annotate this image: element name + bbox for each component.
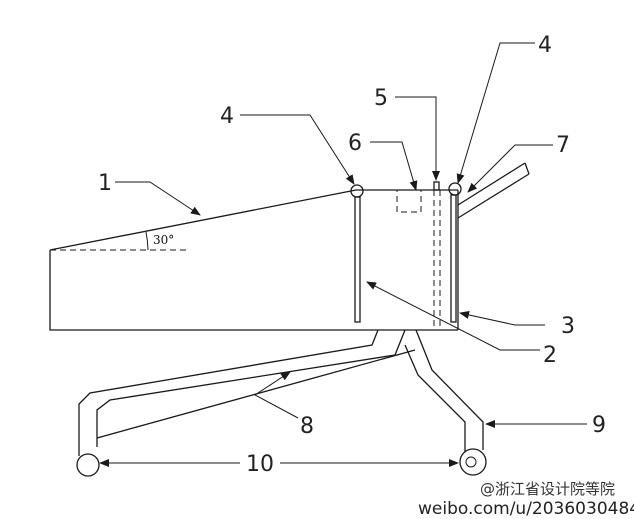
front-panel-rod (354, 196, 361, 323)
basket-body (49, 189, 459, 331)
label-1: 1 (98, 171, 112, 196)
leader-3 (459, 311, 545, 326)
watermark-url: weibo.com/u/2036030484 (418, 499, 634, 519)
leader-4-right (456, 42, 535, 184)
rear-wheel (459, 448, 487, 476)
lock-rod (433, 181, 441, 330)
label-2: 2 (543, 343, 557, 368)
leader-7 (467, 144, 553, 193)
cart-frame (78, 329, 484, 456)
rear-wheel-hub (465, 456, 477, 468)
hinge-right (448, 182, 462, 196)
angle-label: 30° (153, 233, 174, 247)
label-4-right: 4 (538, 33, 552, 58)
angle-arc (145, 231, 149, 251)
cart-handle (457, 162, 530, 219)
label-9: 9 (592, 413, 606, 438)
leader-2 (366, 281, 540, 351)
label-8: 8 (300, 414, 314, 439)
label-7: 7 (556, 133, 570, 158)
front-wheel (76, 453, 100, 477)
label-10: 10 (246, 452, 274, 477)
leader-6 (370, 141, 418, 191)
lock-box (396, 189, 422, 213)
watermark-handle: @浙江省设计院等院 (480, 480, 615, 498)
label-6: 6 (348, 131, 362, 156)
leader-1 (115, 181, 201, 216)
label-3: 3 (561, 314, 575, 339)
label-4-left: 4 (220, 104, 234, 129)
leader-4-left (240, 114, 355, 185)
label-5: 5 (374, 86, 388, 111)
leader-5 (395, 96, 440, 181)
leader-8 (254, 371, 299, 419)
rear-panel-rod (450, 194, 457, 323)
